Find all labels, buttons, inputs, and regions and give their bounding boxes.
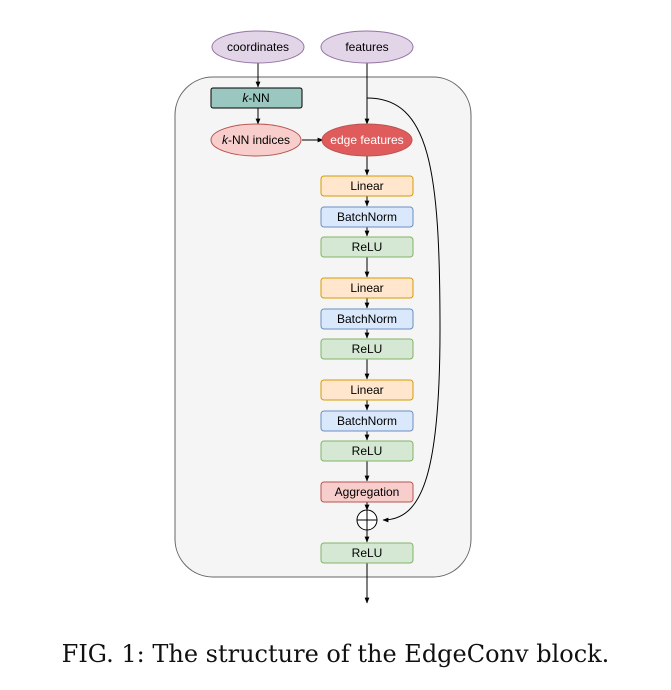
node-knn-rest: -NN — [248, 91, 269, 105]
figure-caption: FIG. 1: The structure of the EdgeConv bl… — [61, 640, 610, 668]
node-batchnorm-2-label: BatchNorm — [337, 312, 397, 326]
node-knn-indices-label: k-NN indices — [222, 133, 290, 147]
node-knn: k-NN — [210, 87, 303, 109]
node-linear-3: Linear — [320, 379, 414, 401]
node-linear-1: Linear — [320, 175, 414, 197]
node-linear-2: Linear — [320, 277, 414, 299]
node-knn-indices-rest: -NN indices — [228, 133, 290, 147]
node-features-label: features — [345, 40, 388, 54]
node-knn-indices: k-NN indices — [210, 123, 302, 157]
node-edge-features-label: edge features — [330, 133, 403, 147]
node-aggregation: Aggregation — [320, 481, 414, 503]
sum-operator-icon — [356, 509, 378, 531]
node-relu-3-label: ReLU — [352, 444, 383, 458]
node-knn-label: k-NN — [242, 91, 269, 105]
edge-skip-connection — [366, 97, 441, 523]
node-relu-3: ReLU — [320, 440, 414, 462]
node-coordinates: coordinates — [211, 30, 305, 64]
node-relu-2: ReLU — [320, 338, 414, 360]
node-batchnorm-3: BatchNorm — [320, 410, 414, 432]
node-relu-2-label: ReLU — [352, 342, 383, 356]
node-relu-1-label: ReLU — [352, 240, 383, 254]
node-batchnorm-1: BatchNorm — [320, 206, 414, 228]
node-batchnorm-2: BatchNorm — [320, 308, 414, 330]
node-knn-k: k — [242, 91, 249, 105]
node-edge-features: edge features — [321, 123, 413, 157]
node-relu-1: ReLU — [320, 236, 414, 258]
node-coordinates-label: coordinates — [227, 40, 289, 54]
node-batchnorm-3-label: BatchNorm — [337, 414, 397, 428]
node-relu-out-label: ReLU — [352, 546, 383, 560]
node-linear-3-label: Linear — [350, 383, 383, 397]
node-knn-indices-k: k — [222, 133, 229, 147]
node-linear-2-label: Linear — [350, 281, 383, 295]
node-aggregation-label: Aggregation — [335, 485, 400, 499]
node-batchnorm-1-label: BatchNorm — [337, 210, 397, 224]
node-features: features — [320, 30, 414, 64]
node-linear-1-label: Linear — [350, 179, 383, 193]
edgeconv-diagram: coordinates features k-NN k-NN indices e… — [174, 30, 472, 604]
node-relu-out: ReLU — [320, 542, 414, 564]
edges — [255, 63, 441, 604]
